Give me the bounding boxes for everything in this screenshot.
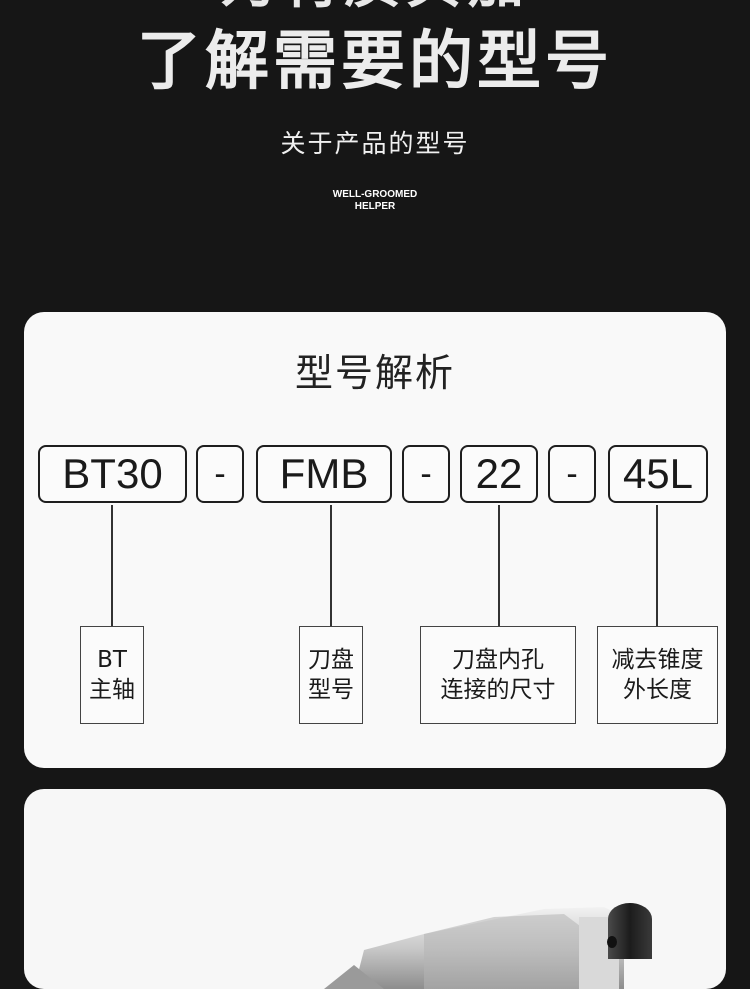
label-length: 减去锥度 外长度 <box>597 626 718 724</box>
connector-line-1 <box>111 505 113 626</box>
code-box-45l: 45L <box>608 445 708 503</box>
connector-line-3 <box>498 505 500 626</box>
label-spindle: BT 主轴 <box>80 626 144 724</box>
code-dash-1: - <box>196 445 244 503</box>
connector-line-4 <box>656 505 658 626</box>
tool-holder-image <box>324 903 652 989</box>
connector-line-2 <box>330 505 332 626</box>
hero-subtitle: 关于产品的型号 <box>280 129 470 158</box>
code-dash-2: - <box>402 445 450 503</box>
code-dash-3: - <box>548 445 596 503</box>
code-box-fmb: FMB <box>256 445 392 503</box>
hero-title: 了解需要的型号 <box>137 25 613 99</box>
brand-line-1: WELL-GROOMED <box>332 189 418 200</box>
code-box-22: 22 <box>460 445 538 503</box>
label-bore-size: 刀盘内孔 连接的尺寸 <box>420 626 576 724</box>
code-box-bt30: BT30 <box>38 445 187 503</box>
analysis-title: 型号解析 <box>294 351 455 395</box>
brand-line-2: HELPER <box>354 201 396 212</box>
model-analysis-card: 型号解析 BT30 - FMB - 22 - 45L BT 主轴 刀盘 型号 刀… <box>24 312 726 768</box>
top-cut-title: 为材质贝加 <box>0 0 750 14</box>
label-cutter-model: 刀盘 型号 <box>299 626 363 724</box>
product-image-card <box>24 789 726 989</box>
brand-mark: WELL-GROOMED HELPER <box>0 189 750 213</box>
